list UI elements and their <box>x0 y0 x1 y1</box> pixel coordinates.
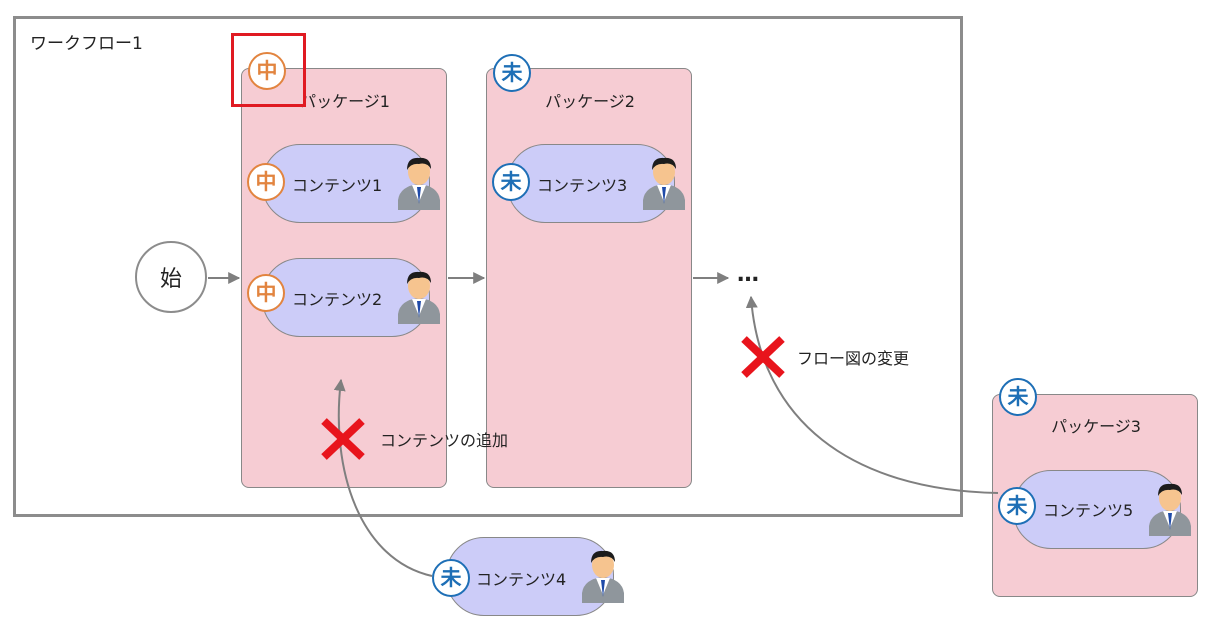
person-icon <box>396 268 442 324</box>
status-badge-not-started: 未 <box>999 378 1037 416</box>
status-badge-in-progress: 中 <box>247 163 285 201</box>
content-4-label: コンテンツ4 <box>476 570 567 589</box>
content-5[interactable] <box>1013 470 1181 549</box>
arrow-content4-to-package1 <box>333 378 433 577</box>
arrow-content5-to-flow <box>745 295 999 494</box>
start-node[interactable]: 始 <box>135 241 207 313</box>
status-badge-not-started: 未 <box>492 163 530 201</box>
person-icon <box>1147 480 1193 536</box>
status-badge-in-progress: 中 <box>248 52 286 90</box>
forbidden-x-icon <box>321 418 365 460</box>
status-badge-not-started: 未 <box>998 487 1036 525</box>
package-1-title: パッケージ1 <box>300 92 390 111</box>
package-2[interactable] <box>486 68 692 488</box>
content-3-label: コンテンツ3 <box>537 176 628 195</box>
status-badge-not-started: 未 <box>432 559 470 597</box>
forbidden-x-icon <box>741 336 785 378</box>
person-icon <box>396 154 442 210</box>
continuation-ellipsis: … <box>737 262 760 287</box>
person-icon <box>580 547 626 603</box>
status-badge-in-progress: 中 <box>247 274 285 312</box>
status-badge-not-started: 未 <box>493 54 531 92</box>
note-change-flow: フロー図の変更 <box>797 349 910 368</box>
highlight-box <box>231 33 306 107</box>
note-add-content: コンテンツの追加 <box>380 431 509 450</box>
content-2-label: コンテンツ2 <box>292 290 383 309</box>
package-3-title: パッケージ3 <box>1051 417 1141 436</box>
package-2-title: パッケージ2 <box>545 92 635 111</box>
workflow-title: ワークフロー1 <box>30 34 143 54</box>
content-5-label: コンテンツ5 <box>1043 501 1134 520</box>
person-icon <box>641 154 687 210</box>
content-1-label: コンテンツ1 <box>292 176 383 195</box>
